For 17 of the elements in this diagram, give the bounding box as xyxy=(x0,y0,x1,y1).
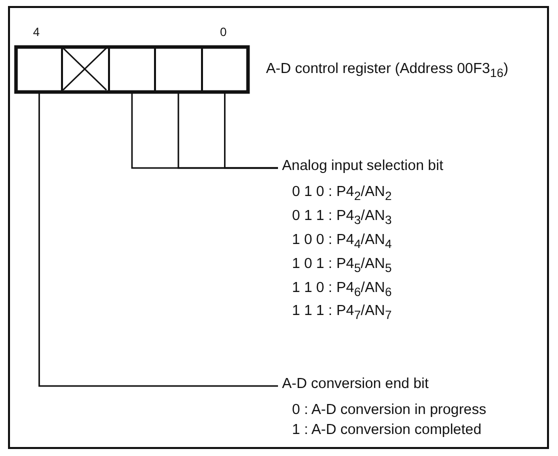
leader-line xyxy=(38,93,278,387)
bit-name: A-D conversion end bit xyxy=(282,375,429,394)
bit-value-line: 1 0 0 : P4$_{4}$/AN$_{4}$ xyxy=(292,230,392,253)
bit-number: 4 xyxy=(33,25,40,39)
bit-name: Analog input selection bit xyxy=(282,157,444,176)
register-name: A-D control register (Address 00F3$_{16}$) xyxy=(266,61,508,80)
register-bit-cell xyxy=(155,47,202,92)
bit-value-line: 1 1 0 : P4$_{6}$/AN$_{6}$ xyxy=(292,278,392,300)
leader-line xyxy=(224,93,278,169)
bit-value-line: 1 : A-D conversion completed xyxy=(292,421,482,440)
bit-value-line: 0 : A-D conversion in progress xyxy=(292,401,486,420)
bit-number: 0 xyxy=(220,25,227,39)
bit-value-line: 1 1 1 : P4$_{7}$/AN$_{7}$ xyxy=(292,302,392,324)
bit-value-line: 0 1 1 : P4$_{3}$/AN$_{3}$ xyxy=(292,206,392,229)
bit-value-line: 0 1 0 : P4$_{2}$/AN$_{2}$ xyxy=(292,183,392,205)
register-bit-cell xyxy=(108,47,156,92)
bit-value-line: 1 0 1 : P4$_{5}$/AN$_{5}$ xyxy=(292,254,392,277)
